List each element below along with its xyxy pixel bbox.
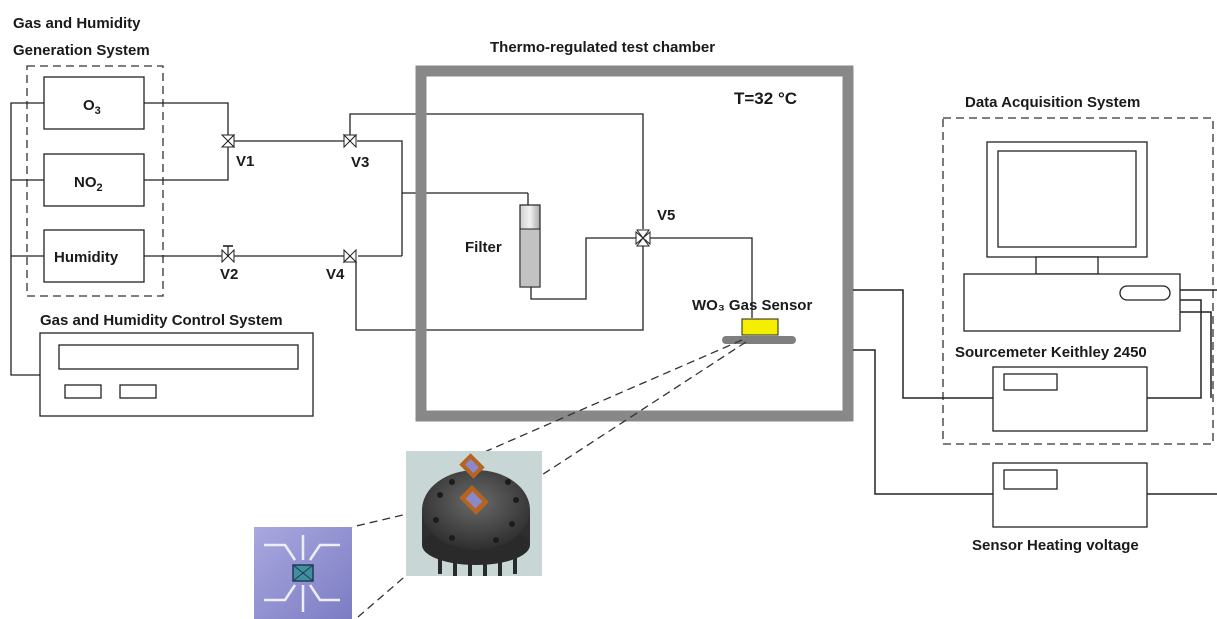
valve-v3[interactable] (342, 133, 358, 149)
no2-box: NO2 (43, 153, 145, 207)
test-chamber (415, 65, 854, 422)
valve-v4[interactable] (342, 248, 358, 264)
computer-unit (963, 273, 1181, 332)
computer-monitor (986, 141, 1148, 275)
valve-v2[interactable] (221, 245, 235, 264)
svg-text:O3: O3 (83, 97, 101, 117)
supply-lines (10, 102, 44, 376)
svg-text:Humidity: Humidity (54, 249, 119, 266)
valve-v1[interactable] (220, 133, 236, 149)
instrument-cables (853, 289, 1217, 495)
generation-system-title-line2: Generation System (13, 42, 150, 59)
heating-supply (992, 462, 1148, 528)
gas-lines (144, 102, 753, 331)
filter (519, 204, 541, 288)
chamber-title: Thermo-regulated test chamber (490, 39, 715, 56)
sourcemeter-title: Sourcemeter Keithley 2450 (955, 344, 1147, 361)
control-system-box (39, 332, 314, 417)
valve-label-v1: V1 (236, 153, 254, 170)
chip-micrograph (254, 527, 352, 619)
control-system-title: Gas and Humidity Control System (40, 312, 283, 329)
humidity-box: Humidity (43, 229, 145, 283)
sourcemeter (992, 366, 1148, 432)
valve-label-v5: V5 (657, 207, 675, 224)
wo3-gas-sensor (722, 318, 796, 344)
generation-system-dashed-box (26, 65, 164, 297)
sensor-label: WO₃ Gas Sensor (692, 297, 812, 314)
valve-label-v2: V2 (220, 266, 238, 283)
generation-system-title-line1: Gas and Humidity (13, 15, 141, 32)
data-acquisition-title: Data Acquisition System (965, 94, 1140, 111)
heating-voltage-title: Sensor Heating voltage (972, 537, 1139, 554)
valve-label-v3: V3 (351, 154, 369, 171)
chamber-temperature: T=32 °C (734, 89, 797, 108)
valve-v5[interactable] (635, 229, 651, 247)
data-acquisition-dashed-box (942, 117, 1214, 445)
o3-box: O3 (43, 76, 145, 130)
sensor-photo (406, 451, 542, 576)
valve-label-v4: V4 (326, 266, 345, 283)
filter-label: Filter (465, 239, 502, 256)
svg-text:NO2: NO2 (74, 174, 103, 194)
